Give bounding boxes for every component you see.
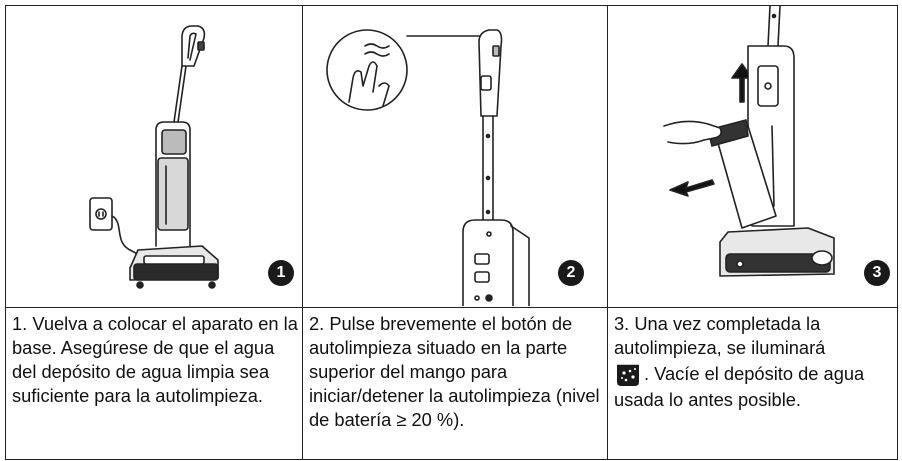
- column-divider: [607, 6, 608, 459]
- dirty-water-tank-icon: [617, 363, 639, 386]
- step-1-caption: 1. Vuelva a colocar el aparato en la bas…: [12, 313, 298, 406]
- step-1-illustration: 1: [6, 6, 302, 306]
- step-2-illustration: 2: [303, 6, 607, 306]
- step-3-caption: 3. Una vez completada la autolimpieza, s…: [608, 312, 898, 412]
- row-divider: [6, 307, 897, 308]
- step-1-number-badge: 1: [268, 260, 294, 286]
- step-2-number-badge: 2: [558, 260, 584, 286]
- step-2-caption: 2. Pulse brevemente el botón de autolimp…: [309, 313, 600, 430]
- column-divider: [302, 6, 303, 459]
- step-3-illustration: 3: [608, 6, 898, 306]
- step-3-caption-part-1: 3. Una vez completada la autolimpieza, s…: [614, 313, 826, 358]
- step-3-number-badge: 3: [864, 260, 890, 286]
- instruction-grid: 1: [5, 5, 898, 460]
- step-3-caption-part-2: . Vacíe el depósito de agua usada lo ant…: [614, 363, 865, 410]
